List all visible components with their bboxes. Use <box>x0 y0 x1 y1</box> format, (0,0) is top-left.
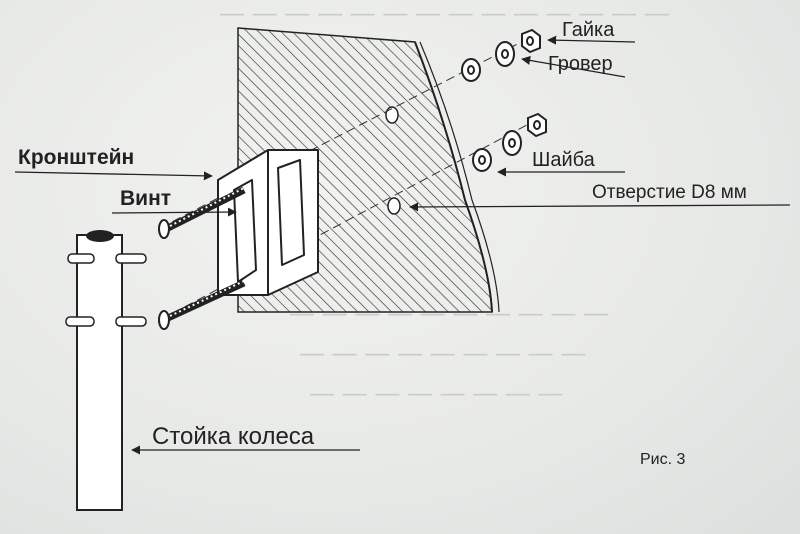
screw-lower <box>158 279 246 330</box>
figure-caption: Рис. 3 <box>640 451 686 468</box>
hardware-upper <box>461 28 541 82</box>
bracket <box>217 149 319 296</box>
post-peg <box>67 253 95 264</box>
label-hole: Отверстие D8 мм <box>592 182 747 203</box>
leader-screw <box>111 207 237 217</box>
wheel-post-top <box>86 230 114 242</box>
panel-edge <box>414 41 493 313</box>
label-lock-washer: Гровер <box>548 53 613 75</box>
wheel-post <box>76 234 123 511</box>
hardware-lower <box>472 112 547 172</box>
screw-upper <box>158 186 246 239</box>
leader-bracket <box>14 171 213 181</box>
post-peg <box>65 316 95 327</box>
bleed-through-text: — — — — — — — — — — — — — — <box>220 0 670 27</box>
leader-lock-washer <box>521 55 626 78</box>
bleed-through-text: — — — — — — — — <box>310 380 564 407</box>
post-peg <box>115 253 147 264</box>
label-screw: Винт <box>120 187 172 210</box>
bleed-through-text: — — — — — — — — — <box>300 340 587 367</box>
panel-hole-lower <box>387 197 401 215</box>
label-bracket: Кронштейн <box>18 146 135 169</box>
leader-hole <box>409 202 791 212</box>
panel-hole-upper <box>385 106 399 124</box>
label-nut: Гайка <box>562 19 615 41</box>
post-peg <box>115 316 147 327</box>
label-washer: Шайба <box>532 149 595 171</box>
leader-nut <box>547 35 636 45</box>
label-wheel-post: Стойка колеса <box>152 423 315 450</box>
